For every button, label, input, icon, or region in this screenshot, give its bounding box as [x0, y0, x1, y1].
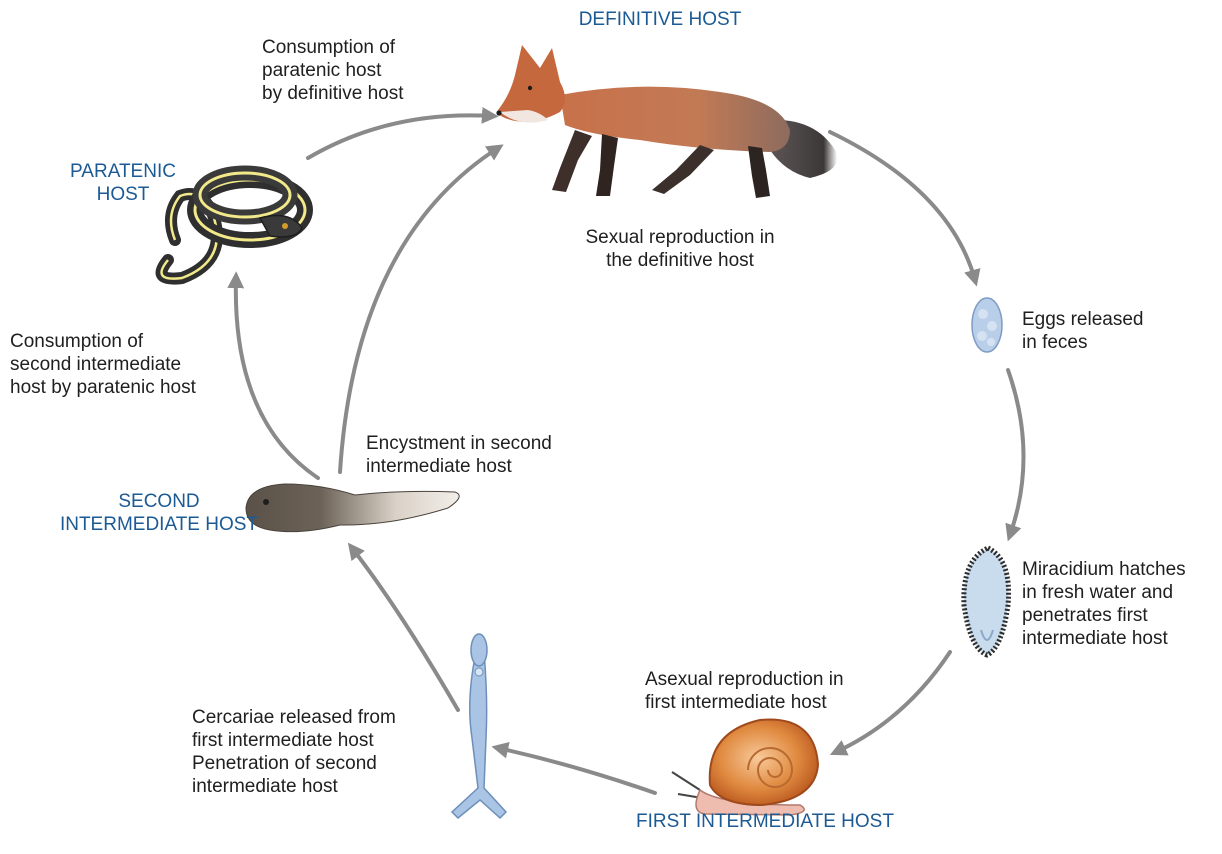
arrow-cercaria-to-tadpole	[352, 548, 458, 710]
arrow-snail-to-cercaria	[498, 748, 655, 793]
label-definitive-host: DEFINITIVE HOST	[560, 8, 760, 31]
step-sexual-reproduction: Sexual reproduction in the definitive ho…	[555, 226, 805, 272]
arrow-miracidium-to-snail	[836, 652, 950, 752]
step-eggs-released: Eggs released in feces	[1022, 308, 1143, 354]
arrow-definitive-to-eggs	[830, 132, 975, 280]
step-asexual-reproduction: Asexual reproduction in first intermedia…	[645, 668, 844, 714]
arrow-paratenic-to-definitive	[308, 115, 492, 158]
step-encystment: Encystment in second intermediate host	[366, 432, 552, 478]
step-cercariae: Cercariae released from first intermedia…	[192, 706, 396, 798]
arrow-eggs-to-miracidium	[1008, 370, 1024, 535]
miracidium-icon	[964, 548, 1009, 655]
label-first-intermediate-host: FIRST INTERMEDIATE HOST	[615, 810, 915, 833]
step-consumption-paratenic: Consumption of paratenic host by definit…	[262, 36, 404, 105]
egg-icon	[972, 298, 1002, 352]
arrow-tadpole-to-paratenic	[236, 278, 318, 478]
label-paratenic-host: PARATENIC HOST	[58, 160, 188, 206]
cycle-arrows	[236, 115, 1024, 793]
cercaria-icon	[452, 634, 506, 818]
arrow-second-to-definitive	[340, 148, 498, 472]
snail-icon	[672, 720, 818, 815]
step-consumption-second: Consumption of second intermediate host …	[10, 330, 196, 399]
tadpole-icon	[246, 484, 459, 532]
label-second-intermediate-host: SECOND INTERMEDIATE HOST	[44, 490, 274, 536]
step-miracidium: Miracidium hatches in fresh water and pe…	[1022, 558, 1186, 650]
fox-icon	[496, 45, 837, 198]
